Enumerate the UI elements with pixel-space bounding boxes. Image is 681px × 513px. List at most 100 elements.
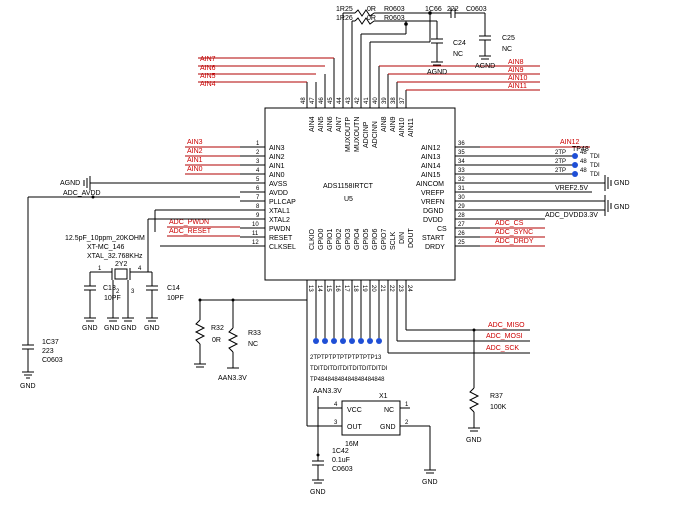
pin-21-num: 21 xyxy=(379,285,385,292)
pin-4-num: 4 xyxy=(256,168,260,174)
spi-nets: ADC_MISO ADC_MOSI ADC_SCK xyxy=(388,322,530,354)
pin-42-num: 42 xyxy=(355,97,361,104)
pin-18-num: 18 xyxy=(352,285,358,292)
capacitor-c14: C14 10PF xyxy=(146,272,184,318)
pin-20-num: 20 xyxy=(370,285,376,292)
tp-c-1: TDI xyxy=(590,154,600,160)
gnd-right-2: GND xyxy=(614,204,630,211)
pin-32-name: AINCOM xyxy=(416,181,444,188)
pin-1-name: AIN3 xyxy=(269,145,285,152)
testpoint-ain14 xyxy=(572,162,578,168)
top-analog-net-labels: AIN7 AIN6 AIN5 AIN4 xyxy=(198,56,334,88)
net-ain0-left: AIN0 xyxy=(187,166,203,173)
pin-39-num: 39 xyxy=(382,97,388,104)
c37-ref: 1C37 xyxy=(42,339,59,346)
capacitor-1c42: 1C42 0.1uF C0603 GND xyxy=(310,448,353,496)
xtal-pin3: 3 xyxy=(131,289,135,295)
pin-47-name: AIN5 xyxy=(318,116,325,132)
gpio-tp-row1: 2TPTPTPTPTPTPTPTP13 xyxy=(310,355,382,361)
testpoint-gpio0 xyxy=(313,338,319,344)
pin-33-name: AIN15 xyxy=(421,172,441,179)
r33-ref: R33 xyxy=(248,330,261,337)
net-ain11-top: AIN11 xyxy=(508,83,527,90)
pin-47-num: 47 xyxy=(310,97,316,104)
pin-46-name: AIN6 xyxy=(327,116,334,132)
resistor-r37: R37 100K GND xyxy=(466,328,507,444)
pin-21-name: GPIO7 xyxy=(381,228,388,250)
r37-ref: R37 xyxy=(490,393,503,400)
resistor-1r25: 1R25 0R R0603 xyxy=(336,6,405,13)
r32-ref: R32 xyxy=(211,325,224,332)
net-adc-reset: ADC_RESET xyxy=(169,228,212,235)
adc-avdd-net: ADC_AVDD xyxy=(28,190,240,199)
pin-39-name: AIN9 xyxy=(390,116,397,132)
c37-gnd: GND xyxy=(20,383,36,390)
pin-29-name: DGND xyxy=(423,208,444,215)
gnd-row-crystal: GND GND GND GND xyxy=(82,317,160,332)
r33-net: AAN3.3V xyxy=(218,375,247,382)
agnd-left-label: AGND xyxy=(60,180,80,187)
pin-7-num: 7 xyxy=(256,195,260,201)
c25-value: NC xyxy=(502,46,512,53)
ic-u5-ref: U5 xyxy=(344,196,353,203)
gnd-label-2: GND xyxy=(104,325,120,332)
pin-11-num: 11 xyxy=(252,231,259,237)
pin-13-num: 13 xyxy=(307,285,313,292)
pin-44-name: MUXOUTP xyxy=(345,117,352,152)
pin-5-num: 5 xyxy=(256,177,260,183)
pin-22-num: 22 xyxy=(388,285,394,292)
pin-16-num: 16 xyxy=(334,285,340,292)
pin-10-name: PWDN xyxy=(269,226,290,233)
pin-18-name: GPIO4 xyxy=(354,228,361,250)
pin-23-name: DIN xyxy=(399,232,406,244)
pin-27-num: 27 xyxy=(458,222,465,228)
net-ain6-top: AIN6 xyxy=(200,65,216,72)
pin-33-num: 33 xyxy=(458,168,465,174)
tp-c-3: TDI xyxy=(590,172,600,178)
pin-6-num: 6 xyxy=(256,186,260,192)
c24-ref: C24 xyxy=(453,40,466,47)
pin-19-num: 19 xyxy=(361,285,367,292)
testpoint-gpio2 xyxy=(331,338,337,344)
pin-24-name: DOUT xyxy=(408,227,415,248)
pin-48-num: 48 xyxy=(301,97,307,104)
pin-36-num: 36 xyxy=(458,141,465,147)
r26-pkg: R0603 xyxy=(384,15,405,22)
pin-3-num: 3 xyxy=(256,159,260,165)
xtal-spec3: XTAL_32.768KHz xyxy=(87,253,143,260)
pin-26-num: 26 xyxy=(458,231,465,237)
mux-loop-wiring xyxy=(342,9,432,88)
testpoint-gpio3 xyxy=(340,338,346,344)
r32-value: 0R xyxy=(212,337,221,344)
pin-34-num: 34 xyxy=(458,159,465,165)
testpoint-gpio7 xyxy=(376,338,382,344)
x1-freq: 16M xyxy=(345,441,359,448)
tp-c-2: TDI xyxy=(590,163,600,169)
pin-2-num: 2 xyxy=(256,150,260,156)
testpoint-ain13 xyxy=(572,153,578,159)
net-ain4-top: AIN4 xyxy=(200,81,216,88)
pin-45-num: 45 xyxy=(328,97,334,104)
pin-9-name: XTAL2 xyxy=(269,217,290,224)
gnd-right: GND GND xyxy=(604,175,630,216)
xtal-spec2: XT-MC_146 xyxy=(87,244,124,251)
